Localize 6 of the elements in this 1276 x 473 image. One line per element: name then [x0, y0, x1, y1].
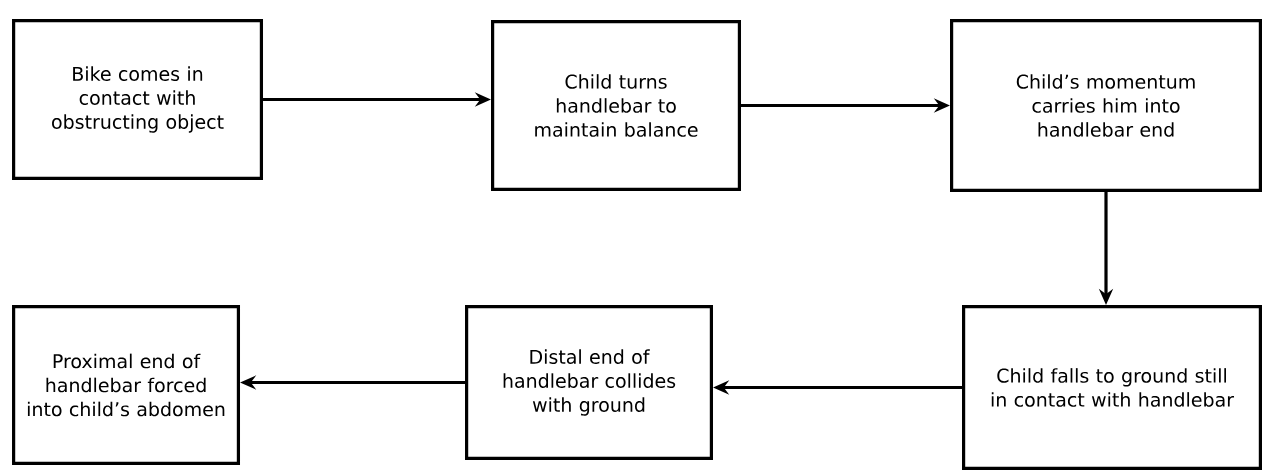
process-box: Bike comes in contact with obstructing object [12, 19, 263, 180]
process-box: Proximal end of handlebar forced into child’s abdomen [12, 305, 240, 465]
process-box: Distal end of handlebar collides with ground [465, 305, 713, 460]
process-box: Child’s momentum carries him into handlebar end [950, 19, 1262, 192]
process-box: Child turns handlebar to maintain balance [491, 20, 741, 191]
process-box: Child falls to ground still in contact with handlebar [962, 305, 1262, 470]
